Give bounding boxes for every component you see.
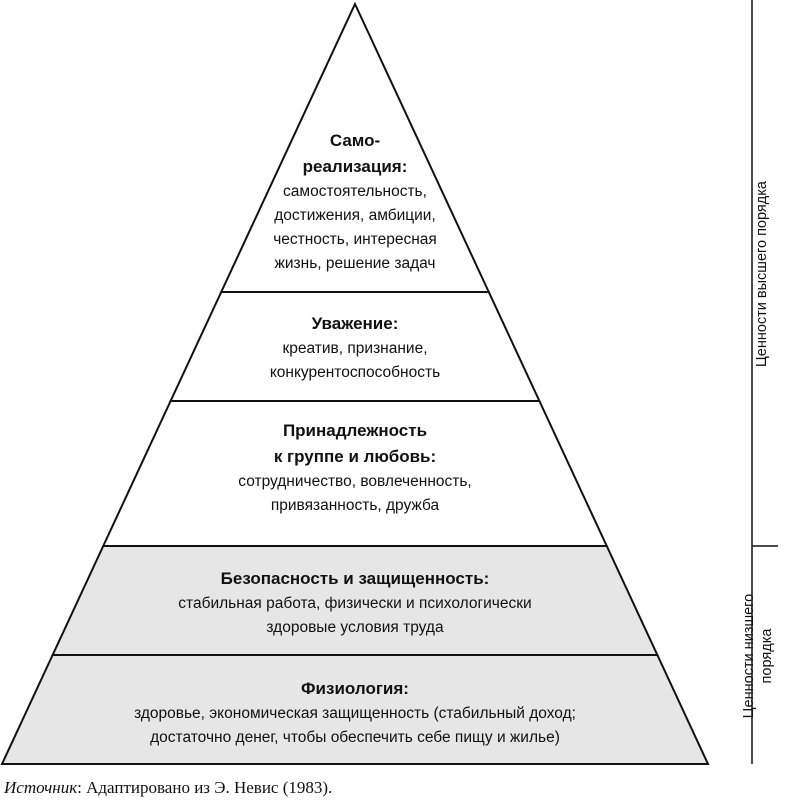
level-title: Принадлежность к группе и любовь: (273, 421, 437, 466)
level-title: Безопасность и защищенность: (220, 569, 490, 588)
source-caption: Источник: Адаптировано из Э. Невис (1983… (4, 778, 333, 797)
band-physiology (0, 654, 710, 765)
level-title: Уважение: (311, 314, 399, 333)
level-physiology: Физиология: здоровье, экономическая защи… (40, 676, 670, 750)
level-title: Само- реализация: (302, 131, 408, 176)
level-esteem: Уважение: креатив, признание, конкуренто… (180, 311, 530, 385)
level-safety: Безопасность и защищенность: стабильная … (90, 566, 620, 640)
level-self-actualization: Само- реализация: самостоятельность, дос… (210, 128, 500, 276)
higher-order-values-label: Ценности высшего порядка (754, 181, 770, 367)
level-belonging: Принадлежность к группе и любовь: сотруд… (130, 418, 580, 518)
level-title: Физиология: (301, 679, 409, 698)
lower-order-values-label: Ценности низшего порядка (741, 593, 775, 719)
